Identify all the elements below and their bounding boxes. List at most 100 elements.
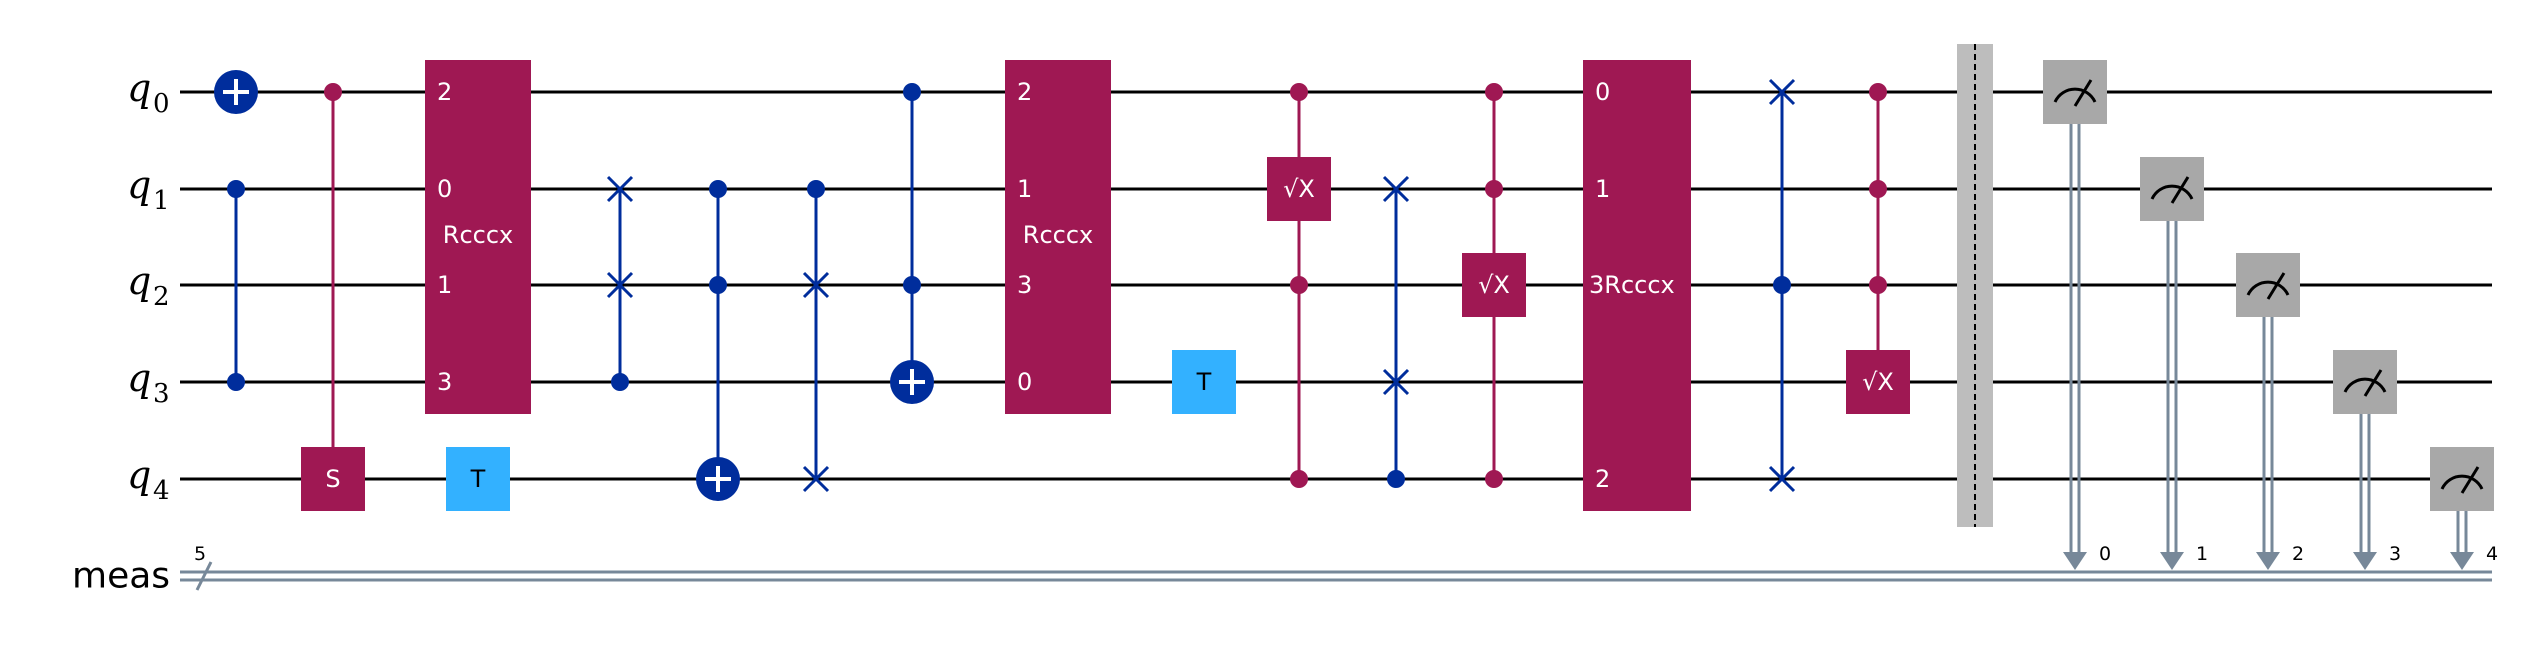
control-dot <box>1869 180 1887 198</box>
csx-1: √X <box>1267 83 1331 488</box>
csx-2: √X <box>1462 83 1526 488</box>
cswap-2 <box>802 180 830 493</box>
control-dot <box>227 373 245 391</box>
control-dot <box>1387 470 1405 488</box>
control-dot <box>1869 276 1887 294</box>
ccx-2 <box>890 83 934 404</box>
gate-label: √X <box>1283 175 1315 203</box>
qubit-name: q <box>127 163 151 207</box>
gate-box <box>1172 350 1236 414</box>
meter-needle <box>2460 466 2480 494</box>
measure-3: 3 <box>2333 350 2401 570</box>
gate-label: √X <box>1478 271 1510 299</box>
cswap-3 <box>1382 175 1410 488</box>
qubit-name: q <box>127 453 151 497</box>
control-dot <box>903 276 921 294</box>
gate-box <box>446 447 510 511</box>
port-label: 1 <box>437 271 452 299</box>
gate-label: T <box>470 465 486 493</box>
meter-arc <box>2246 280 2290 296</box>
measure-arrow <box>2450 552 2474 570</box>
register-size-slash <box>195 561 213 591</box>
clbit-index: 4 <box>2486 543 2498 565</box>
rcccx-box <box>1005 60 1111 414</box>
gate-box <box>301 447 365 511</box>
meter-needle <box>2073 79 2093 107</box>
qubit-name: q <box>127 259 151 303</box>
t-2: T <box>1172 350 1236 414</box>
clbit-index: 1 <box>2196 543 2208 565</box>
port-label: 2 <box>437 78 452 106</box>
rcccx-2: 2 1 3 0 Rcccx <box>1005 60 1111 414</box>
rcccx-1: 2 0 1 3 Rcccx <box>425 60 531 414</box>
measure-arrow <box>2160 552 2184 570</box>
swap-cross-b <box>1382 368 1410 396</box>
port-label: 3 <box>1017 271 1032 299</box>
meter-needle <box>2266 272 2286 300</box>
ccx-1 <box>696 180 740 501</box>
port-label: 0 <box>1017 368 1032 396</box>
rcccx-label: 3Rcccx <box>1589 271 1675 299</box>
barrier-1 <box>1957 44 1993 527</box>
cswap-4 <box>1768 78 1796 493</box>
cx-col1 <box>214 70 258 391</box>
gate-box <box>1846 350 1910 414</box>
quantum-wires <box>180 90 2492 582</box>
qubit-index: 1 <box>153 186 170 216</box>
measure-2: 2 <box>2236 253 2304 570</box>
measure-box <box>2333 350 2397 414</box>
port-label: 0 <box>437 175 452 203</box>
measure-box <box>2043 60 2107 124</box>
gate-label: T <box>1196 368 1212 396</box>
clbit-index: 2 <box>2292 543 2304 565</box>
qubit-name: q <box>127 66 151 110</box>
qubit-index: 4 <box>153 476 170 506</box>
measure-arrow <box>2353 552 2377 570</box>
qubit-index: 2 <box>153 282 170 312</box>
rcccx-label: Rcccx <box>1023 221 1093 249</box>
control-dot <box>324 83 342 101</box>
t-1: T <box>446 447 510 511</box>
cs-col2: S <box>301 83 365 511</box>
measure-4: 4 <box>2430 447 2498 570</box>
meter-needle <box>2170 176 2190 204</box>
qubit-index: 0 <box>153 89 170 119</box>
control-dot <box>1290 83 1308 101</box>
control-dot <box>1485 83 1503 101</box>
control-dot <box>1290 276 1308 294</box>
qubit-name: q <box>127 356 151 400</box>
measure-box <box>2236 253 2300 317</box>
swap-cross-b <box>606 271 634 299</box>
rcccx-label: Rcccx <box>443 221 513 249</box>
measure-0: 0 <box>2043 60 2111 570</box>
rcccx-box <box>425 60 531 414</box>
csx-3: √X <box>1846 83 1910 414</box>
meter-arc <box>2150 184 2194 200</box>
cswap-1 <box>606 175 634 391</box>
swap-cross-b <box>1768 465 1796 493</box>
control-dot <box>1869 83 1887 101</box>
gate-label: √X <box>1862 368 1894 396</box>
port-label: 3 <box>437 368 452 396</box>
meter-arc <box>2440 474 2484 490</box>
control-dot <box>611 373 629 391</box>
rcccx-box <box>1583 60 1691 511</box>
control-dot <box>1290 470 1308 488</box>
port-label: 1 <box>1017 175 1032 203</box>
classical-register-name: meas <box>72 556 170 597</box>
clbit-index: 3 <box>2389 543 2401 565</box>
meter-needle <box>2363 369 2383 397</box>
port-label: 0 <box>1595 78 1610 106</box>
measure-arrow <box>2063 552 2087 570</box>
swap-cross-b <box>1768 78 1796 106</box>
control-dot <box>807 180 825 198</box>
control-dot <box>709 180 727 198</box>
port-label: 2 <box>1017 78 1032 106</box>
